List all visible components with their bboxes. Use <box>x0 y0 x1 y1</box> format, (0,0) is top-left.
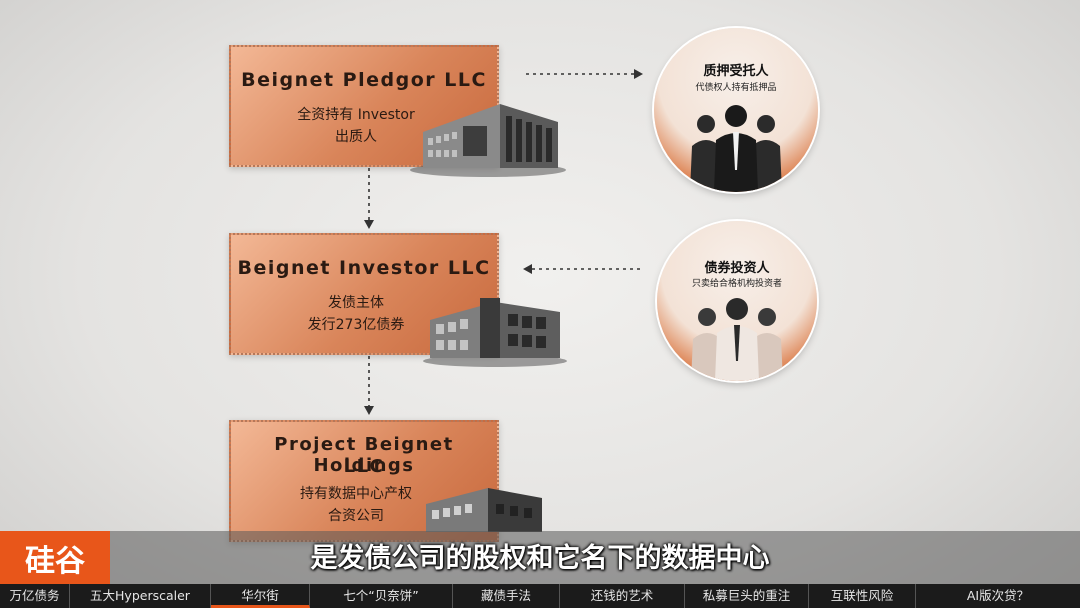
holdings-line1: 持有数据中心产权 <box>300 486 412 502</box>
investor-line1: 发债主体 <box>328 295 384 311</box>
nav-item[interactable]: 互联性风险 <box>809 584 916 608</box>
building-icon <box>426 488 542 532</box>
nav-item[interactable]: 私募巨头的重注 <box>685 584 809 608</box>
investor-line2: 发行273亿债券 <box>307 317 405 333</box>
arrow-down-icon <box>364 356 374 415</box>
bond-investors-circle: 债券投资人 只卖给合格机构投资者 <box>657 221 817 381</box>
pledgor-line2: 出质人 <box>335 129 377 145</box>
investor-title: Beignet Investor LLC <box>237 257 491 279</box>
trustee-subtitle: 代债权人持有抵押品 <box>695 83 777 93</box>
nav-item[interactable]: 七个“贝奈饼” <box>310 584 453 608</box>
businessmen-icon <box>691 298 783 381</box>
holdings-title-line2: LLC <box>343 456 385 477</box>
channel-logo: 硅谷 <box>0 531 110 584</box>
holdings-title-line1: Project Beignet Holdings <box>274 434 454 476</box>
nav-item[interactable]: 万亿债务 <box>0 584 70 608</box>
pledgor-title: Beignet Pledgor LLC <box>241 69 487 91</box>
arrow-left-icon <box>523 264 642 274</box>
pledgor-line1: 全资持有 Investor <box>297 107 415 123</box>
nav-item[interactable]: AI版次贷？ <box>966 588 1030 603</box>
building-icon <box>410 104 566 177</box>
nav-item[interactable]: 藏债手法 <box>453 584 560 608</box>
caption-text: 是发债公司的股权和它名下的数据中心 <box>310 543 770 574</box>
arrow-right-icon <box>526 69 643 79</box>
nav-item[interactable]: 五大Hyperscaler <box>70 584 211 608</box>
bond-investors-subtitle: 只卖给合格机构投资者 <box>691 279 782 289</box>
nav-item[interactable]: 华尔街 <box>211 584 310 608</box>
bond-investors-title: 债券投资人 <box>704 261 770 276</box>
subtitle-bar <box>0 531 1080 584</box>
chapter-nav: 万亿债务 五大Hyperscaler 华尔街 七个“贝奈饼” 藏债手法 还钱的艺… <box>0 584 1080 608</box>
building-icon <box>423 298 567 367</box>
trustee-circle: 质押受托人 代债权人持有抵押品 <box>654 28 818 192</box>
nav-item[interactable]: 还钱的艺术 <box>560 584 685 608</box>
pledgor-box: Beignet Pledgor LLC 全资持有 Investor 出质人 <box>229 45 499 167</box>
arrow-down-icon <box>364 168 374 229</box>
businessmen-icon <box>690 105 782 192</box>
holdings-line2: 合资公司 <box>328 508 384 524</box>
trustee-title: 质押受托人 <box>703 64 769 79</box>
